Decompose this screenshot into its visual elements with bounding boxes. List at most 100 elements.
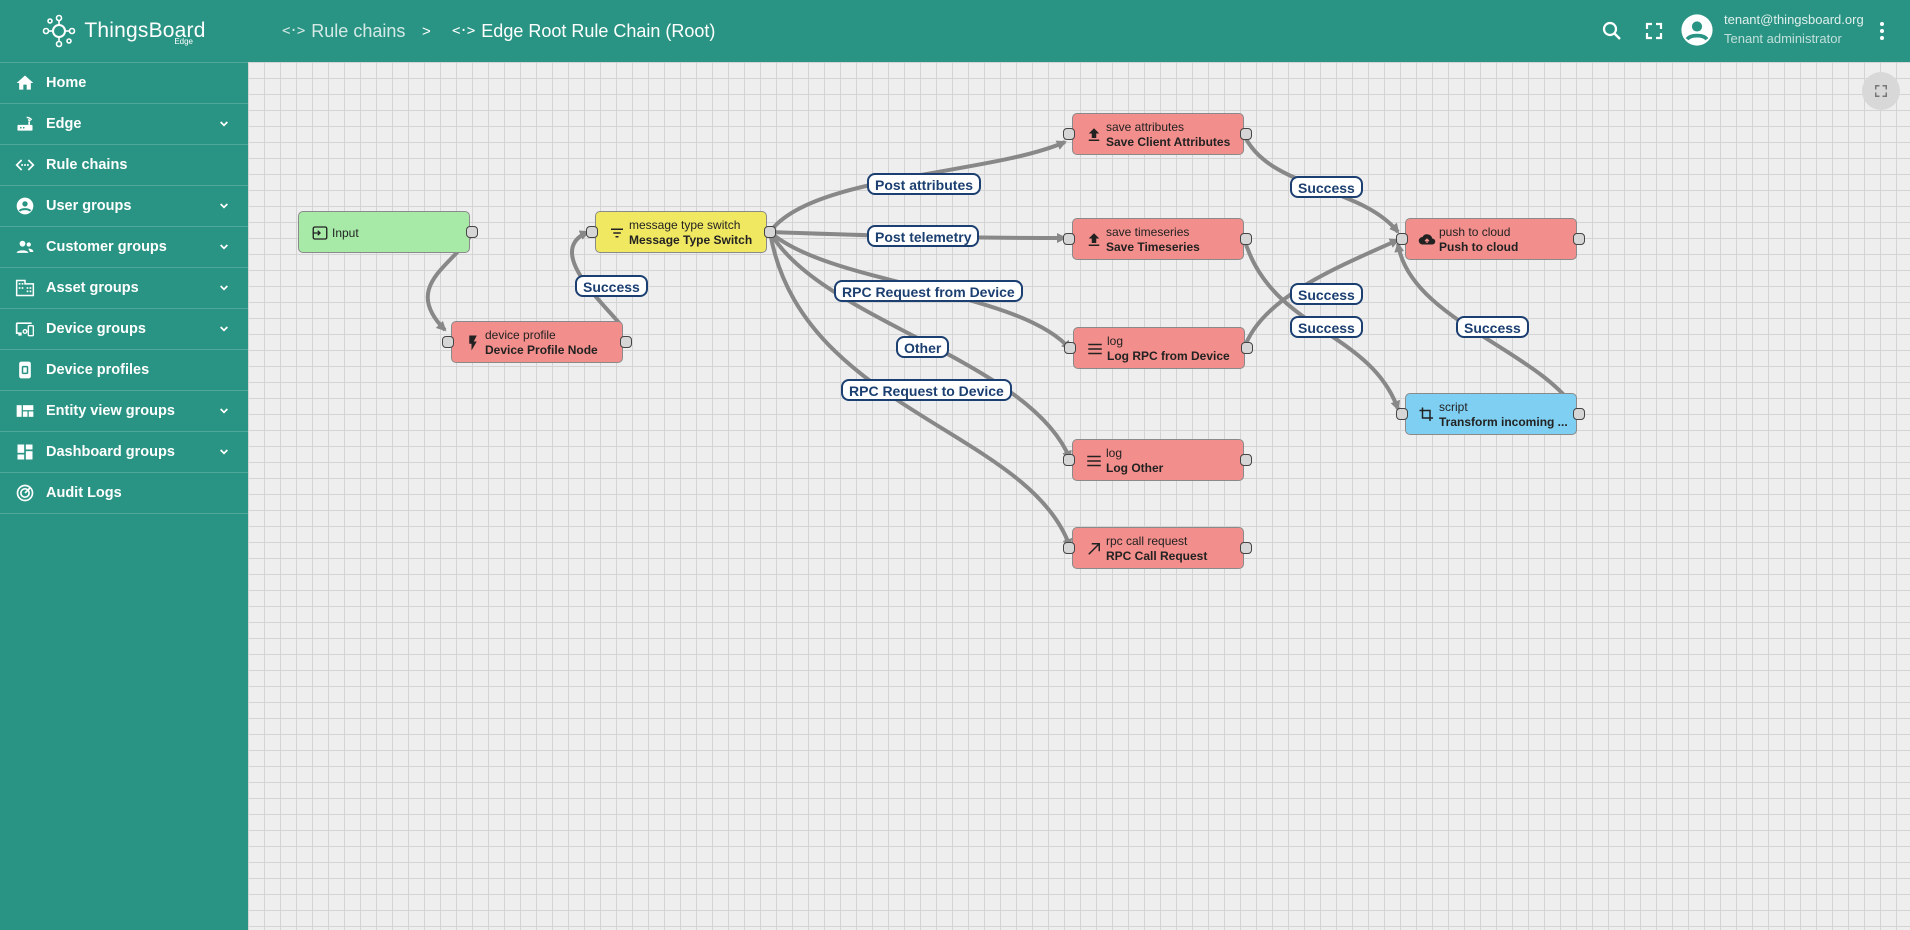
node-input-port[interactable] bbox=[1063, 454, 1075, 466]
sidebar-item-edge[interactable]: Edge bbox=[0, 104, 248, 145]
node-type: log bbox=[1106, 446, 1123, 460]
sidebar-item-label: Dashboard groups bbox=[46, 444, 175, 460]
edge-label-other[interactable]: Other bbox=[896, 336, 950, 358]
transform-icon bbox=[1419, 407, 1433, 421]
node-type: rpc call request bbox=[1106, 534, 1188, 548]
breadcrumb-current: <·> Edge Root Rule Chain (Root) bbox=[452, 0, 715, 62]
sidebar-item-customer-groups[interactable]: Customer groups bbox=[0, 227, 248, 268]
node-name: Push to cloud bbox=[1439, 240, 1519, 254]
node-name: Input bbox=[332, 226, 359, 240]
sidebar-item-device-profiles[interactable]: Device profiles bbox=[0, 350, 248, 391]
sidebar-item-label: Asset groups bbox=[46, 280, 139, 296]
canvas-fullscreen-button[interactable] bbox=[1862, 72, 1900, 110]
sidebar-item-label: Edge bbox=[46, 116, 82, 132]
supervisor-account-icon bbox=[14, 236, 36, 258]
call-made-icon bbox=[1088, 543, 1100, 555]
chevron-down-icon[interactable] bbox=[216, 239, 232, 255]
node-type: save attributes bbox=[1106, 120, 1185, 134]
node-output-port[interactable] bbox=[1240, 454, 1252, 466]
chevron-down-icon[interactable] bbox=[216, 444, 232, 460]
rule-node-log-rpc-from-device[interactable]: log Log RPC from Device bbox=[1073, 327, 1245, 369]
node-output-port[interactable] bbox=[466, 226, 478, 238]
sidebar-item-home[interactable]: Home bbox=[0, 63, 248, 104]
rule-node-input[interactable]: Input bbox=[298, 211, 470, 253]
rule-node-save-timeseries[interactable]: save timeseries Save Timeseries bbox=[1072, 218, 1244, 260]
chevron-down-icon[interactable] bbox=[216, 116, 232, 132]
node-input-port[interactable] bbox=[1396, 233, 1408, 245]
rule-chain-canvas[interactable] bbox=[248, 62, 1910, 930]
node-name: Device Profile Node bbox=[485, 343, 598, 357]
node-type: push to cloud bbox=[1439, 225, 1511, 239]
node-type: message type switch bbox=[629, 218, 741, 232]
breadcrumb-rule-chains[interactable]: <·> Rule chains bbox=[282, 0, 405, 62]
sidebar-item-device-groups[interactable]: Device groups bbox=[0, 309, 248, 350]
sidebar-item-dashboard-groups[interactable]: Dashboard groups bbox=[0, 432, 248, 473]
node-output-port[interactable] bbox=[1240, 233, 1252, 245]
node-type: device profile bbox=[485, 328, 556, 342]
sidebar-item-asset-groups[interactable]: Asset groups bbox=[0, 268, 248, 309]
edge-label-post-attributes[interactable]: Post attributes bbox=[867, 173, 982, 195]
breadcrumb-separator: > bbox=[422, 22, 431, 40]
node-input-port[interactable] bbox=[1063, 128, 1075, 140]
node-output-port[interactable] bbox=[1241, 342, 1253, 354]
thingsboard-logo-icon bbox=[43, 14, 76, 48]
edge-label-success[interactable]: Success bbox=[1290, 176, 1363, 198]
node-type: save timeseries bbox=[1106, 225, 1190, 239]
menu-icon bbox=[1087, 455, 1101, 467]
sidebar-item-audit-logs[interactable]: Audit Logs bbox=[0, 473, 248, 514]
sidebar-item-rule-chains[interactable]: Rule chains bbox=[0, 145, 248, 186]
sidebar-item-entity-view-groups[interactable]: Entity view groups bbox=[0, 391, 248, 432]
app-logo[interactable]: ThingsBoard Edge bbox=[0, 0, 248, 63]
flash-icon bbox=[469, 335, 477, 351]
edge-label-success[interactable]: Success bbox=[1290, 316, 1363, 338]
edge-label-success[interactable]: Success bbox=[1290, 283, 1363, 305]
node-input-port[interactable] bbox=[1063, 233, 1075, 245]
node-output-port[interactable] bbox=[1240, 128, 1252, 140]
app-name: ThingsBoard bbox=[84, 19, 206, 42]
account-circle-icon[interactable] bbox=[1680, 13, 1714, 47]
node-output-port[interactable] bbox=[1240, 542, 1252, 554]
rule-node-push-to-cloud[interactable]: push to cloud Push to cloud bbox=[1405, 218, 1577, 260]
devices-other-icon bbox=[14, 318, 36, 340]
node-output-port[interactable] bbox=[764, 226, 776, 238]
node-input-port[interactable] bbox=[1064, 342, 1076, 354]
rule-node-device-profile[interactable]: device profile Device Profile Node bbox=[451, 321, 623, 363]
more-vert-icon[interactable] bbox=[1870, 19, 1894, 43]
rule-node-log-other[interactable]: log Log Other bbox=[1072, 439, 1244, 481]
input-icon bbox=[312, 226, 328, 240]
chevron-down-icon[interactable] bbox=[216, 198, 232, 214]
account-circle-icon bbox=[14, 195, 36, 217]
edge-label-post-telemetry[interactable]: Post telemetry bbox=[867, 225, 980, 247]
edge-label-rpc-request-from-device[interactable]: RPC Request from Device bbox=[834, 280, 1023, 302]
sidebar-item-label: Entity view groups bbox=[46, 403, 175, 419]
node-input-port[interactable] bbox=[1063, 542, 1075, 554]
node-name: Transform incoming ... bbox=[1439, 415, 1568, 429]
chevron-down-icon[interactable] bbox=[216, 403, 232, 419]
node-input-port[interactable] bbox=[586, 226, 598, 238]
chevron-down-icon[interactable] bbox=[216, 280, 232, 296]
node-name: RPC Call Request bbox=[1106, 549, 1208, 563]
rule-node-message-type-switch[interactable]: message type switch Message Type Switch bbox=[595, 211, 767, 253]
node-output-port[interactable] bbox=[1573, 233, 1585, 245]
settings-ethernet-icon bbox=[14, 154, 36, 176]
node-output-port[interactable] bbox=[620, 336, 632, 348]
rule-node-rpc-call-request[interactable]: rpc call request RPC Call Request bbox=[1072, 527, 1244, 569]
edge-label-success[interactable]: Success bbox=[1456, 316, 1529, 338]
node-name: Save Client Attributes bbox=[1106, 135, 1231, 149]
fullscreen-icon[interactable] bbox=[1642, 19, 1666, 43]
rule-node-script[interactable]: script Transform incoming ... bbox=[1405, 393, 1577, 435]
node-input-port[interactable] bbox=[1396, 408, 1408, 420]
sidebar-item-user-groups[interactable]: User groups bbox=[0, 186, 248, 227]
file-upload-icon bbox=[1088, 233, 1100, 246]
edge-label-rpc-request-to-device[interactable]: RPC Request to Device bbox=[841, 379, 1012, 401]
chevron-down-icon[interactable] bbox=[216, 321, 232, 337]
dashboard-icon bbox=[14, 441, 36, 463]
sidebar-item-label: User groups bbox=[46, 198, 132, 214]
node-output-port[interactable] bbox=[1573, 408, 1585, 420]
node-name: Log RPC from Device bbox=[1107, 349, 1230, 363]
search-icon[interactable] bbox=[1600, 19, 1624, 43]
node-input-port[interactable] bbox=[442, 336, 454, 348]
rule-node-save-attributes[interactable]: save attributes Save Client Attributes bbox=[1072, 113, 1244, 155]
edge-label-success[interactable]: Success bbox=[575, 275, 648, 297]
sidebar-item-label: Audit Logs bbox=[46, 485, 122, 501]
